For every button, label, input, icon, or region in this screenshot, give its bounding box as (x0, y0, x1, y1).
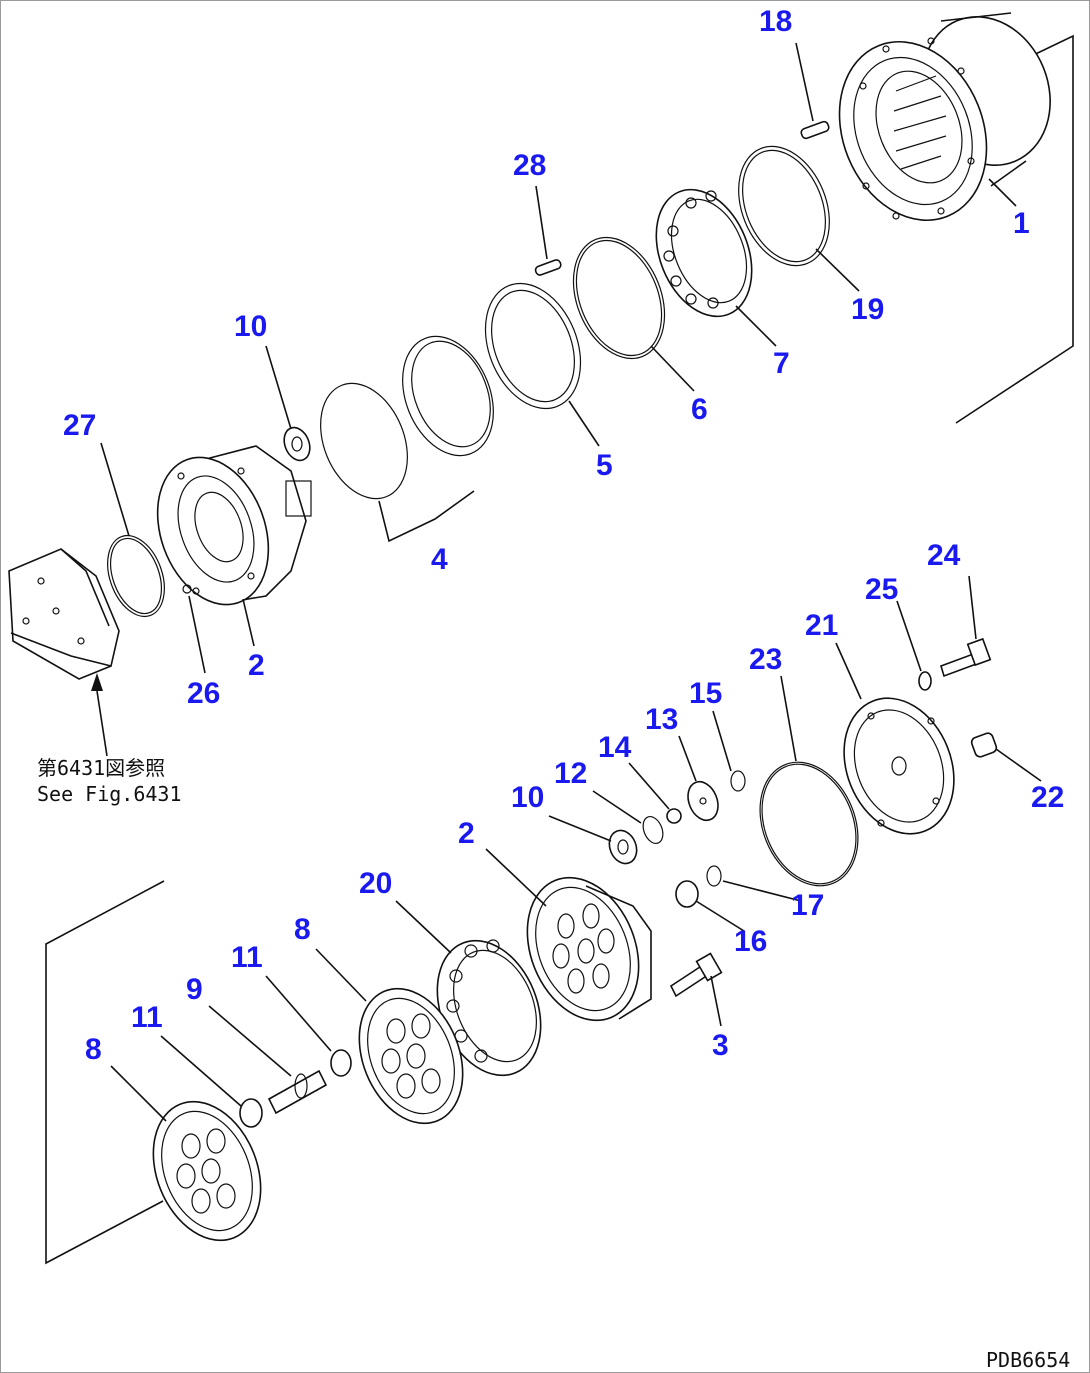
callout-8-upper: 8 (294, 913, 311, 946)
part-25-washer (918, 671, 932, 691)
callout-numbers: 18 1 28 19 7 6 10 5 27 4 2 26 24 25 21 2… (63, 5, 1064, 1066)
reference-note-en: See Fig.6431 (37, 782, 182, 806)
part-11-bushing-upper (330, 1049, 352, 1077)
part-18-pin (800, 120, 830, 140)
part-17-washer (706, 865, 722, 887)
part-27-oring (107, 534, 165, 618)
callout-7: 7 (773, 347, 790, 380)
callout-1: 1 (1013, 207, 1030, 240)
part-19-ring (738, 145, 830, 267)
callout-13: 13 (645, 703, 678, 736)
callout-24: 24 (927, 539, 961, 572)
callout-26: 26 (187, 677, 220, 710)
callout-17: 17 (791, 889, 824, 922)
part-21-cover (843, 697, 955, 835)
part-8-plate-upper (358, 987, 464, 1125)
callout-6: 6 (691, 393, 708, 426)
leader-lines (100, 42, 1042, 1122)
reference-note-jp: 第6431図参照 (37, 756, 165, 780)
callout-14: 14 (598, 731, 632, 764)
part-11-bushing-lower (239, 1098, 263, 1128)
part-14-ball (666, 808, 682, 824)
callout-3: 3 (712, 1029, 729, 1062)
part-6-oring (572, 236, 666, 360)
part-4-seal (320, 335, 494, 543)
part-12-ring (642, 815, 664, 845)
part-22-plug (970, 732, 998, 758)
part-3-bolt (669, 952, 723, 998)
part-7-bearing (655, 188, 753, 318)
callout-21: 21 (805, 609, 838, 642)
part-5-ring (484, 282, 582, 410)
valve-block (8, 548, 120, 757)
callout-16: 16 (734, 925, 767, 958)
part-2-block-lower (526, 876, 652, 1022)
callout-8-lower: 8 (85, 1033, 102, 1066)
callout-23: 23 (749, 643, 782, 676)
callout-11-upper: 11 (231, 941, 263, 974)
callout-9: 9 (186, 973, 203, 1006)
part-13-plate (687, 780, 719, 822)
callout-27: 27 (63, 409, 96, 442)
callout-4: 4 (431, 543, 448, 576)
callout-28: 28 (513, 149, 546, 182)
part-10-nut-lower (608, 829, 638, 865)
callout-19: 19 (851, 293, 884, 326)
part-16-nut (675, 880, 699, 908)
part-9-shaft (267, 1069, 328, 1115)
part-23-oring (759, 761, 859, 887)
callout-11-lower: 11 (131, 1001, 163, 1034)
callout-18: 18 (759, 5, 792, 38)
part-26-pin (182, 584, 192, 594)
callout-15: 15 (689, 677, 722, 710)
callout-25: 25 (865, 573, 898, 606)
callout-20: 20 (359, 867, 392, 900)
callout-2-lower: 2 (458, 817, 475, 850)
callout-2-upper: 2 (248, 649, 265, 682)
part-10-nut-upper (283, 426, 311, 462)
callout-10-upper: 10 (234, 310, 267, 343)
part-15-ring (730, 770, 746, 792)
callout-5: 5 (596, 449, 613, 482)
callout-22: 22 (1031, 781, 1064, 814)
part-8-plate-lower (152, 1100, 262, 1242)
part-24-bolt (940, 637, 992, 678)
drawing-code: PDB6654 (986, 1348, 1070, 1372)
part-2-cover-upper (156, 445, 312, 606)
callout-10-lower: 10 (511, 781, 544, 814)
part-1-housing (838, 12, 1051, 222)
upper-assembly-frame (45, 34, 1074, 1265)
part-28-pin (534, 259, 562, 276)
callout-12: 12 (554, 757, 587, 790)
